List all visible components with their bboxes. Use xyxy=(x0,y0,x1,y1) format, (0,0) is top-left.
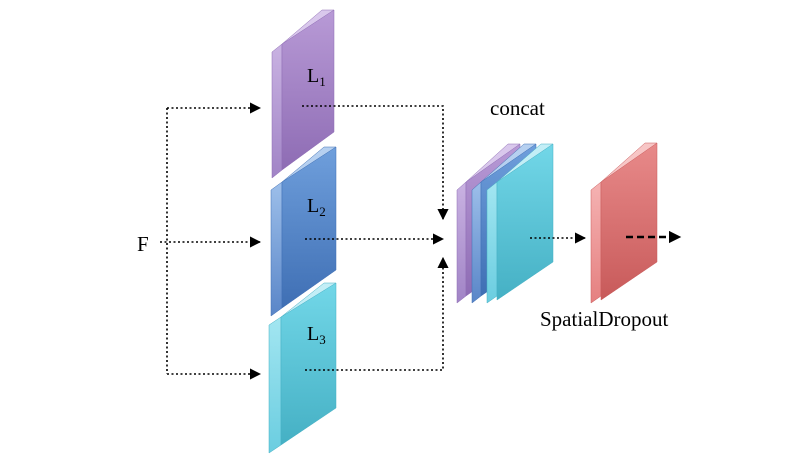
concat-label: concat xyxy=(490,96,545,120)
input-connectors xyxy=(160,102,262,380)
layer-l1-label: L1 xyxy=(307,65,326,89)
layer-l3-label: L3 xyxy=(307,323,326,347)
spatial-dropout-block xyxy=(590,142,658,304)
layer-l2-block xyxy=(270,146,337,317)
layer-l2-label: L2 xyxy=(307,195,326,219)
connector-l3-to-concat xyxy=(305,256,449,371)
connector-l1-to-concat xyxy=(302,105,449,221)
layer-l3-block xyxy=(268,282,337,454)
concat-connectors xyxy=(302,105,587,371)
spatial-dropout-label: SpatialDropout xyxy=(540,307,668,331)
layer-l1-block xyxy=(271,9,335,179)
input-label: F xyxy=(137,232,149,256)
concat-stack xyxy=(456,143,554,304)
